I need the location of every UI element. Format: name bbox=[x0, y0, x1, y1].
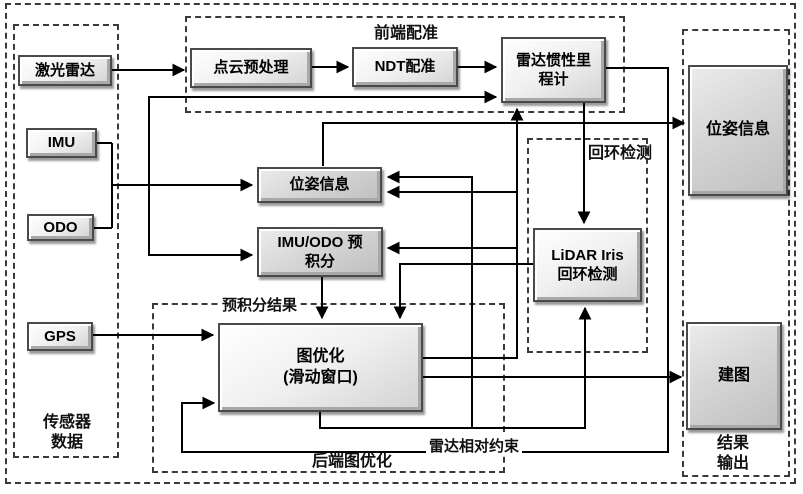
backend-label: 后端图优化 bbox=[311, 453, 392, 470]
node-ndt: NDT配准 bbox=[352, 47, 458, 87]
node-gps: GPS bbox=[27, 322, 93, 351]
edge-graphopt-to-iris-feedback bbox=[319, 306, 592, 429]
node-mapping: 建图 bbox=[686, 322, 782, 430]
front-end-label: 前端配准 bbox=[373, 25, 438, 42]
node-graphopt: 图优化 (滑动窗口) bbox=[218, 323, 423, 412]
node-iris: LiDAR Iris 回环检测 bbox=[533, 228, 642, 302]
sensor-data-container bbox=[13, 24, 119, 458]
node-odo: ODO bbox=[27, 214, 94, 241]
edge-graphopt-to-pose-mid-2 bbox=[386, 170, 473, 428]
edge-bus-to-lio bbox=[148, 90, 498, 185]
front-end-container bbox=[185, 16, 625, 113]
outer-border bbox=[5, 3, 796, 484]
loop-detect-label: 回环检测 bbox=[587, 145, 652, 162]
edge-graphopt-to-lio-feedback bbox=[423, 107, 524, 359]
edge-bus-to-preint bbox=[148, 185, 254, 262]
preint-result-label: 预积分结果 bbox=[219, 294, 301, 315]
loop-detect-container bbox=[527, 138, 648, 353]
node-pose-mid: 位姿信息 bbox=[257, 167, 382, 203]
edge-iris-to-graphopt bbox=[393, 263, 533, 320]
node-preprocess: 点云预处理 bbox=[190, 48, 312, 88]
edge-lio-to-pose-mid-top bbox=[322, 122, 668, 166]
edge-lio-constraint-to-graphopt bbox=[181, 67, 669, 453]
radar-constraint-label: 雷达相对约束 bbox=[426, 435, 523, 456]
node-lio: 雷达惯性里 程计 bbox=[501, 37, 606, 103]
node-lidar: 激光雷达 bbox=[18, 55, 112, 86]
result-output-container bbox=[682, 29, 790, 477]
node-preint: IMU/ODO 预 积分 bbox=[257, 227, 383, 277]
backend-container bbox=[152, 303, 505, 473]
node-imu: IMU bbox=[26, 128, 97, 158]
node-pose-out: 位姿信息 bbox=[688, 65, 788, 196]
result-output-label: 结果 输出 bbox=[716, 435, 749, 472]
sensor-data-label: 传感器 数据 bbox=[42, 414, 91, 451]
